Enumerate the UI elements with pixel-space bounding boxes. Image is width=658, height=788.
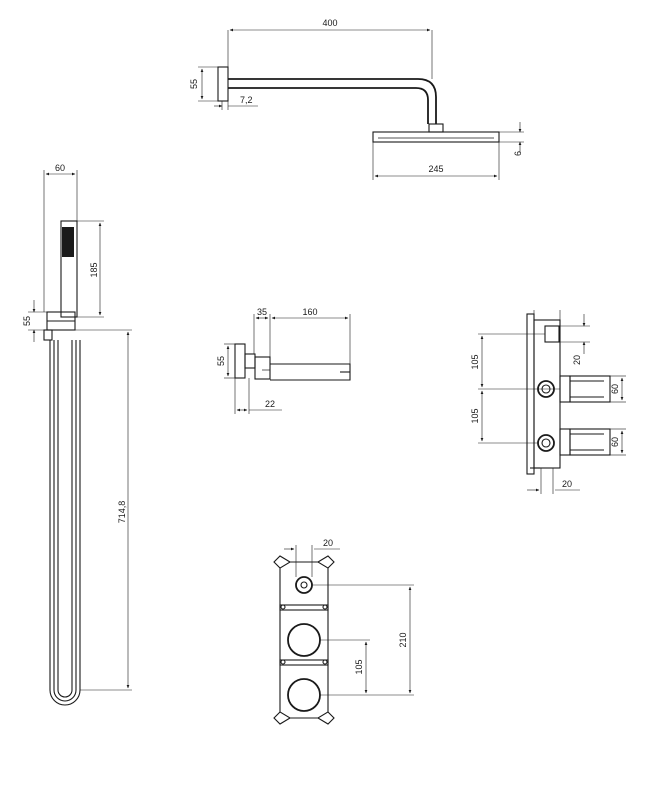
dim-head-arm-length: 400: [322, 18, 337, 28]
dim-head-arm-offset: 7,2: [240, 95, 253, 105]
dim-valve-front-spacing: 105: [354, 659, 364, 674]
spout-dimensions: 35 160 55 22: [216, 307, 351, 414]
valve-side-view: [526, 313, 611, 475]
dim-valve-side-depth-bottom: 20: [562, 479, 572, 489]
dim-valve-side-top: 105: [470, 354, 480, 369]
dim-spout-flange: 55: [216, 356, 226, 366]
dim-valve-side-bottom: 105: [470, 408, 480, 423]
hand-dimensions: 60 185 55 714,8: [22, 163, 132, 691]
dim-spout-height: 22: [265, 399, 275, 409]
head-dimensions: 400 55 7,2 6 245: [189, 18, 524, 180]
dim-spout-length: 160: [302, 307, 317, 317]
dim-hand-width: 60: [55, 163, 65, 173]
dim-hose-length: 714,8: [117, 501, 127, 524]
dim-head-diameter: 245: [428, 164, 443, 174]
dim-valve-side-handle-1: 60: [610, 384, 620, 394]
spout-assembly: [234, 343, 351, 381]
dim-head-thickness: 6: [513, 151, 523, 156]
dim-valve-side-handle-2: 60: [610, 437, 620, 447]
valve-front-dimensions: 20 210 105: [284, 538, 414, 696]
dim-valve-side-depth-top: 20: [572, 355, 582, 365]
shower-head-assembly: [217, 66, 500, 143]
dim-hand-holder: 55: [22, 316, 32, 326]
dim-spout-wall: 35: [257, 307, 267, 317]
valve-side-dimensions: 105 105 20 60 60 20: [470, 310, 626, 494]
dim-valve-front-height: 210: [398, 632, 408, 647]
dim-head-arm-flange: 55: [189, 79, 199, 89]
hand-shower-assembly: [43, 220, 81, 706]
dim-valve-front-offset: 20: [323, 538, 333, 548]
dim-hand-height: 185: [89, 262, 99, 277]
